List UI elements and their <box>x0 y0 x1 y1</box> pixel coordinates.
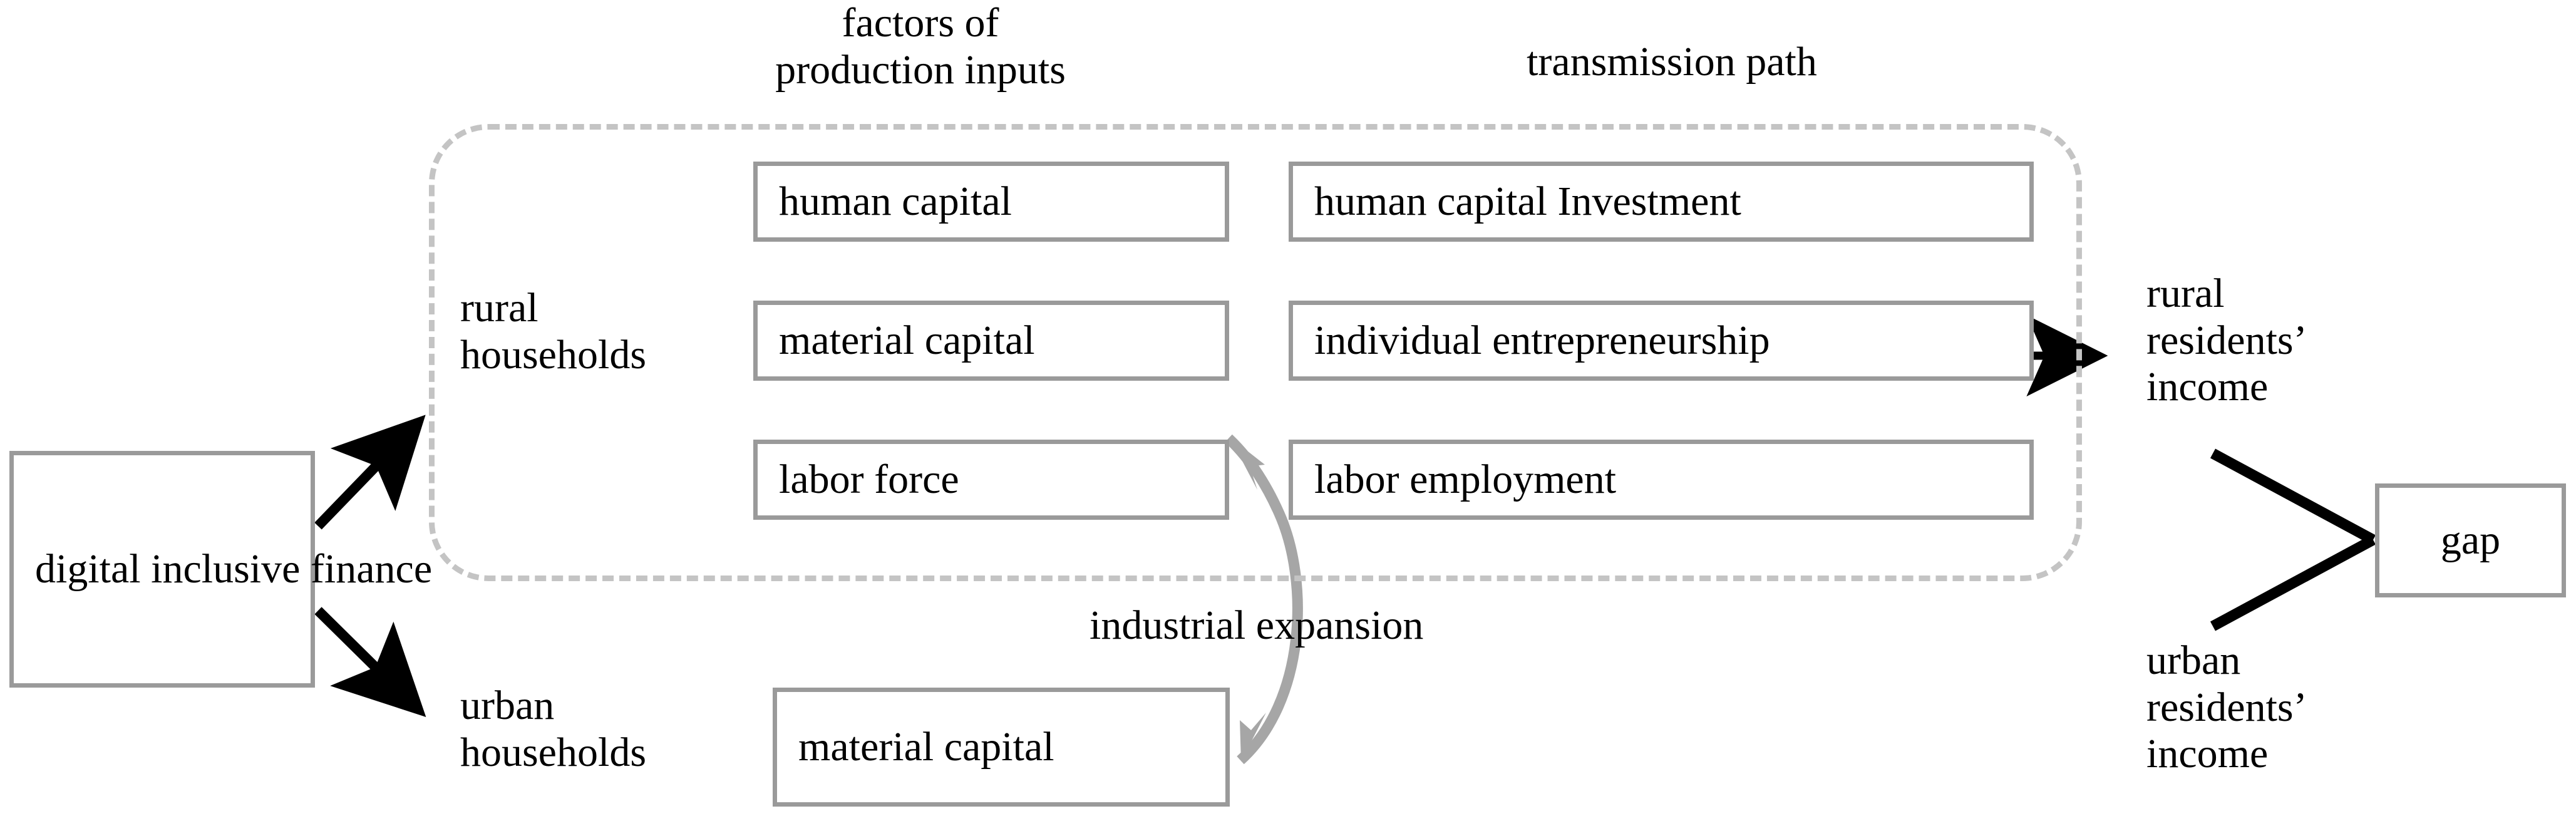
node-rural-factor-material-capital[interactable]: material capital <box>753 301 1229 381</box>
line-urban-income-to-gap <box>2210 535 2376 631</box>
arrow-finance-to-rural <box>314 415 426 530</box>
column-title-factors: factors of production inputs <box>775 0 1066 93</box>
node-rural-path-labor-employment-label: labor employment <box>1314 457 1617 503</box>
label-urban-residents-income: urban residents’ income <box>2146 638 2307 777</box>
label-rural-households: rural households <box>460 285 646 378</box>
node-urban-factor-material-capital-label: material capital <box>798 724 1054 770</box>
node-rural-factor-human-capital-label: human capital <box>779 178 1012 225</box>
node-rural-factor-labor-force-label: labor force <box>779 457 959 503</box>
rural-households-group-container <box>429 124 2082 581</box>
node-rural-factor-material-capital-label: material capital <box>779 318 1035 364</box>
node-digital-inclusive-finance[interactable]: digital inclusive finance <box>9 451 432 688</box>
node-digital-inclusive-finance-label: digital inclusive finance <box>35 546 433 592</box>
node-gap[interactable]: gap <box>2375 483 2566 597</box>
line-rural-income-to-gap <box>2210 448 2376 545</box>
column-title-transmission: transmission path <box>1527 39 1817 85</box>
node-rural-path-labor-employment[interactable]: labor employment <box>1289 440 2034 520</box>
node-rural-factor-human-capital[interactable]: human capital <box>753 162 1229 242</box>
node-rural-factor-labor-force[interactable]: labor force <box>753 440 1229 520</box>
node-urban-factor-material-capital[interactable]: material capital <box>773 688 1230 807</box>
arrow-finance-to-urban <box>314 607 426 717</box>
label-rural-residents-income: rural residents’ income <box>2146 271 2307 410</box>
node-rural-path-individual-entrepreneurship-label: individual entrepreneurship <box>1314 318 1770 364</box>
label-industrial-expansion: industrial expansion <box>1090 602 1424 648</box>
label-urban-households: urban households <box>460 683 646 775</box>
node-rural-path-human-capital-investment[interactable]: human capital Investment <box>1289 162 2034 242</box>
node-rural-path-human-capital-investment-label: human capital Investment <box>1314 178 1741 225</box>
node-gap-label: gap <box>2440 517 2501 564</box>
node-rural-path-individual-entrepreneurship[interactable]: individual entrepreneurship <box>1289 301 2034 381</box>
